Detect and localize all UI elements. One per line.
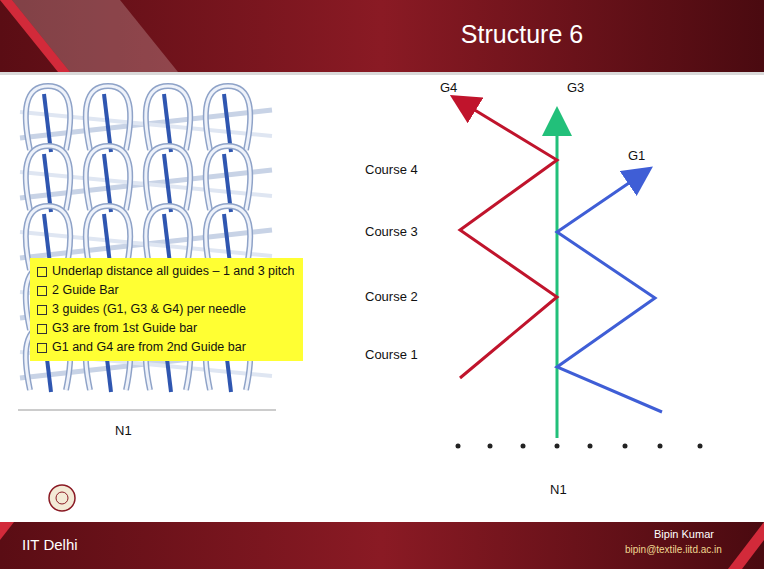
needle-label: N1 bbox=[115, 423, 132, 438]
institute-logo-text: IIT Delhi bbox=[22, 536, 78, 553]
needle-dot bbox=[698, 444, 703, 449]
bullet-square bbox=[37, 286, 47, 296]
course-label: Course 4 bbox=[365, 162, 418, 177]
needle-dot bbox=[555, 444, 560, 449]
needle-dot bbox=[658, 444, 663, 449]
bullet-line: 3 guides (G1, G3 & G4) per needle bbox=[36, 300, 297, 319]
needle-dot bbox=[521, 444, 526, 449]
g4-lap-line bbox=[455, 98, 557, 378]
needle-dot bbox=[588, 444, 593, 449]
course-label: Course 3 bbox=[365, 224, 418, 239]
bullet-square bbox=[37, 324, 47, 334]
course-label: Course 1 bbox=[365, 347, 418, 362]
bullet-square bbox=[37, 267, 47, 277]
guide-label: G3 bbox=[567, 80, 584, 95]
guide-label: G4 bbox=[440, 80, 457, 95]
bullet-square bbox=[37, 305, 47, 315]
bullet-text: 2 Guide Bar bbox=[52, 283, 119, 297]
author-name: Bipin Kumar bbox=[654, 528, 714, 540]
bullet-line: G1 and G4 are from 2nd Guide bar bbox=[36, 338, 297, 357]
bullet-text: 3 guides (G1, G3 & G4) per needle bbox=[52, 302, 246, 316]
note-box: Underlap distance all guides – 1 and 3 p… bbox=[30, 258, 303, 361]
bullet-line: 2 Guide Bar bbox=[36, 281, 297, 300]
g1-lap-line bbox=[557, 170, 662, 412]
slide-title: Structure 6 bbox=[461, 20, 583, 49]
needle-label: N1 bbox=[550, 482, 567, 497]
needle-dot bbox=[623, 444, 628, 449]
baseline bbox=[18, 410, 276, 411]
bullet-text: Underlap distance all guides – 1 and 3 p… bbox=[52, 264, 295, 278]
bullet-line: G3 are from 1st Guide bar bbox=[36, 319, 297, 338]
needle-dot bbox=[488, 444, 493, 449]
bullet-text: G3 are from 1st Guide bar bbox=[52, 321, 197, 335]
needle-dot bbox=[456, 444, 461, 449]
bullet-text: G1 and G4 are from 2nd Guide bar bbox=[52, 340, 246, 354]
author-email: bipin@textile.iitd.ac.in bbox=[625, 544, 722, 555]
course-label: Course 2 bbox=[365, 289, 418, 304]
bullet-square bbox=[37, 343, 47, 353]
guide-label: G1 bbox=[628, 148, 645, 163]
bullet-line: Underlap distance all guides – 1 and 3 p… bbox=[36, 262, 297, 281]
